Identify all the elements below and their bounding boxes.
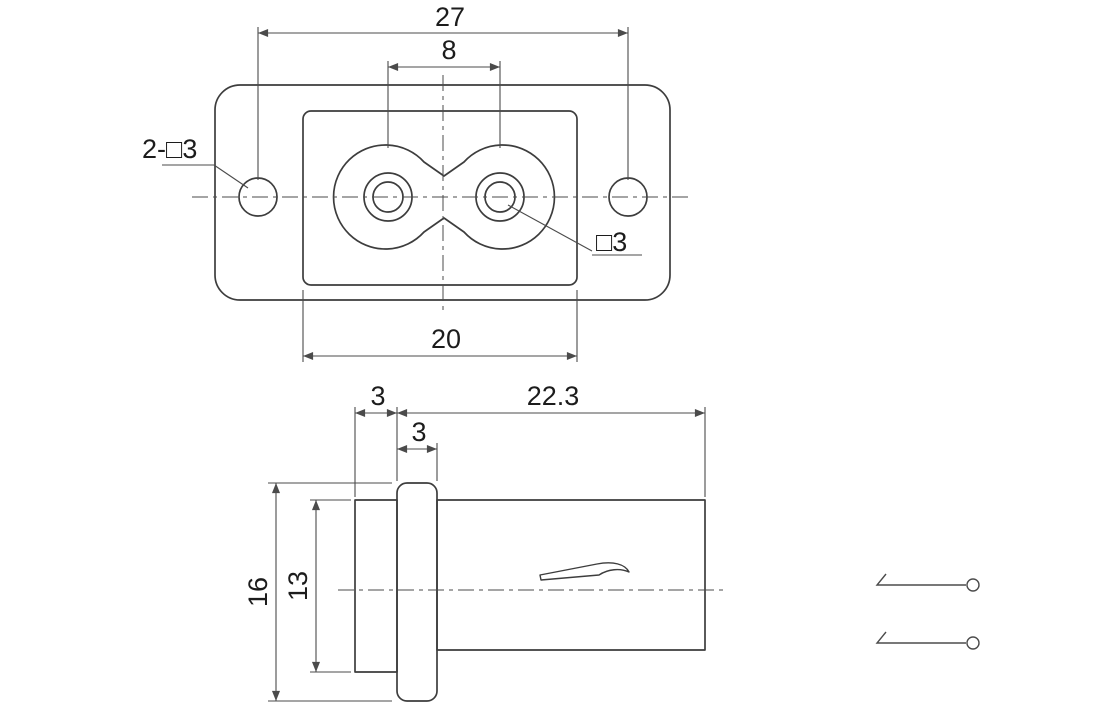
pin-terminal-circle <box>966 636 980 650</box>
dim-body-length: 22.3 <box>397 381 706 497</box>
dim-label-16: 16 <box>243 577 273 607</box>
front-view: 27 8 20 2-□3 □3 <box>142 2 692 362</box>
key-slot-outline <box>539 562 630 581</box>
pin-terminal-circle <box>966 578 980 592</box>
dim-label-13: 13 <box>283 571 313 601</box>
recess-outline <box>302 110 578 286</box>
dim-flange-height: 16 <box>243 482 392 702</box>
front-view-centerlines <box>192 75 692 312</box>
dim-body-height: 13 <box>283 499 351 673</box>
mount-holes-label-text: 2-□3 <box>142 134 197 164</box>
front-block-outline <box>354 499 398 673</box>
pin-contact-line <box>875 631 966 644</box>
leader-line <box>213 164 249 189</box>
dim-label-8: 8 <box>441 35 456 65</box>
pin-contact-line <box>875 573 966 586</box>
pin-schematic <box>875 573 980 650</box>
pin-symbol-top <box>875 573 980 592</box>
dim-label-20: 20 <box>431 324 461 354</box>
dim-pin-spacing: 8 <box>387 35 501 148</box>
pin-square-label-text: □3 <box>596 227 627 257</box>
dim-label-22-3: 22.3 <box>527 381 580 411</box>
label-mount-holes: 2-□3 <box>142 134 249 189</box>
side-view: 3 22.3 3 16 13 <box>243 381 728 702</box>
dim-hole-spacing: 27 <box>257 2 629 180</box>
dim-flange-thickness: 3 <box>397 417 438 481</box>
flange-side-outline <box>396 482 438 702</box>
dim-front-depth: 3 <box>354 381 398 497</box>
dim-label-27: 27 <box>435 2 465 32</box>
label-pin-square: □3 <box>507 204 642 257</box>
pin-symbol-bottom <box>875 631 980 650</box>
socket-opening-outline <box>332 144 556 250</box>
leader-line <box>507 204 593 252</box>
dim-recess-width: 20 <box>302 290 578 362</box>
body-outline <box>436 499 706 651</box>
dim-label-3-flange: 3 <box>411 417 426 447</box>
dim-label-3-front: 3 <box>370 381 385 411</box>
